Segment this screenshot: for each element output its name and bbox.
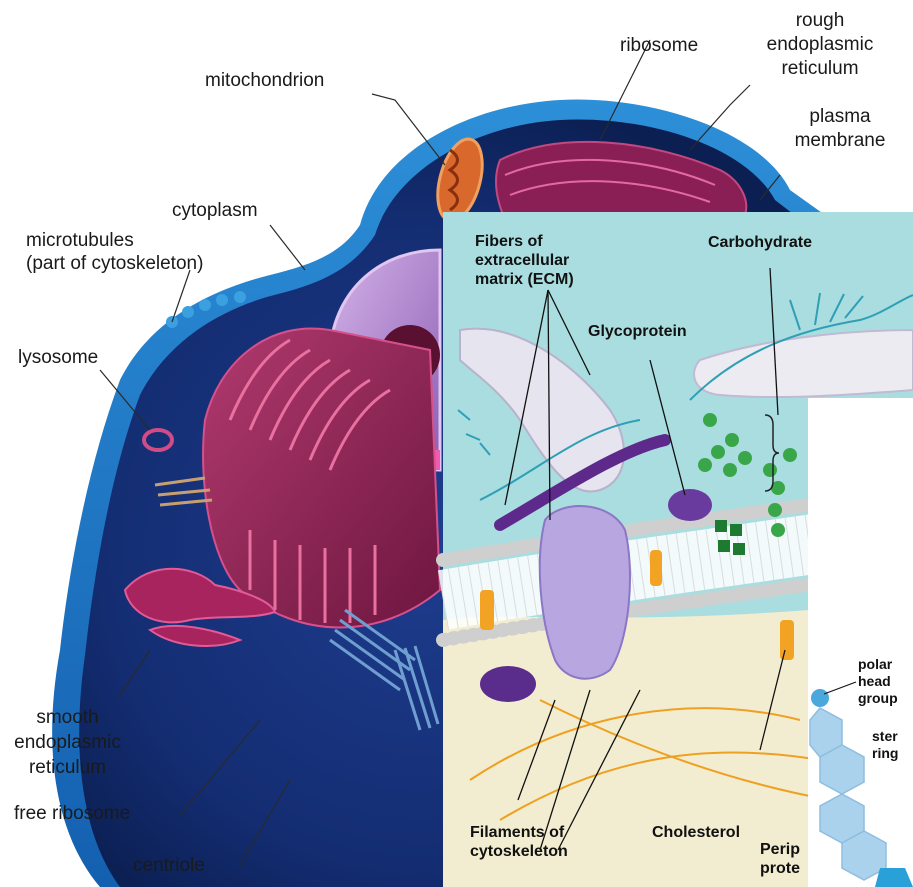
label-mitochondrion: mitochondrion bbox=[205, 70, 324, 92]
label-rough-er-2: endoplasmic bbox=[755, 34, 885, 56]
label-smooth-er-1: smooth bbox=[0, 707, 135, 729]
label-plasma-2: membrane bbox=[780, 130, 900, 152]
label-rough-er-3: reticulum bbox=[755, 58, 885, 80]
peripheral-protein-shape bbox=[480, 666, 536, 702]
label-carbohydrate: Carbohydrate bbox=[708, 233, 812, 252]
label-lysosome: lysosome bbox=[18, 347, 98, 369]
label-fibers-2: extracellular bbox=[475, 251, 569, 270]
label-rough-er-1: rough bbox=[755, 10, 885, 32]
polar-head-circle bbox=[811, 689, 829, 707]
label-peripheral-2: prote bbox=[760, 859, 800, 878]
label-polar-3: group bbox=[858, 690, 898, 707]
label-polar-1: polar bbox=[858, 656, 892, 673]
label-filaments-1: Filaments of bbox=[470, 823, 564, 842]
label-smooth-er-2: endoplasmic bbox=[0, 732, 135, 754]
label-fibers-1: Fibers of bbox=[475, 232, 543, 251]
label-filaments-2: cytoskeleton bbox=[470, 842, 568, 861]
label-steroid-2: ring bbox=[872, 745, 898, 762]
glycoprotein-shape bbox=[668, 489, 712, 521]
label-cholesterol: Cholesterol bbox=[652, 823, 740, 842]
label-polar-2: head bbox=[858, 673, 891, 690]
label-peripheral-1: Perip bbox=[760, 840, 800, 859]
label-cytoplasm: cytoplasm bbox=[172, 200, 258, 222]
label-ribosome: ribosome bbox=[620, 35, 698, 57]
label-smooth-er-3: reticulum bbox=[0, 757, 135, 779]
label-glycoprotein: Glycoprotein bbox=[588, 322, 687, 341]
golgi-stack bbox=[203, 328, 440, 627]
label-microtubules-1: microtubules bbox=[26, 230, 134, 252]
label-microtubules-2: (part of cytoskeleton) bbox=[26, 253, 203, 275]
label-steroid-1: ster bbox=[872, 728, 898, 745]
sterol-panel bbox=[808, 398, 913, 887]
label-plasma-1: plasma bbox=[780, 106, 900, 128]
label-centriole: centriole bbox=[133, 855, 205, 877]
label-free-ribosome: free ribosome bbox=[14, 803, 130, 825]
label-fibers-3: matrix (ECM) bbox=[475, 270, 574, 289]
transmembrane-protein bbox=[540, 506, 630, 679]
